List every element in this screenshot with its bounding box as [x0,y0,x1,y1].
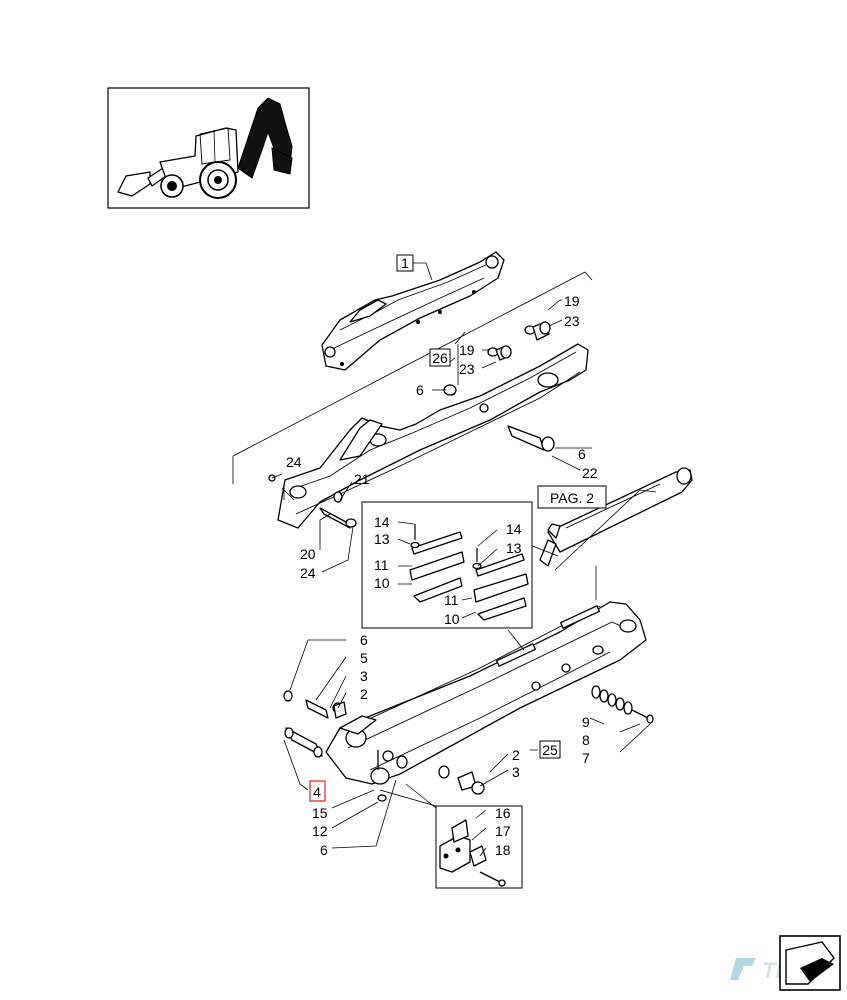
lower-pins [283,690,408,802]
upper-boom-part-1 [321,251,505,371]
machine-thumbnail [107,87,310,209]
label-14-left: 14 [374,514,390,530]
label-20: 20 [300,546,316,562]
label-2-left: 2 [360,686,368,702]
label-6-upper: 6 [416,382,424,398]
callout-25: 25 [542,742,558,758]
right-bushings [438,765,485,795]
label-11-left: 11 [374,557,389,573]
part-number-labels: 19 23 19 23 6 6 22 24 21 20 24 14 13 11 … [286,293,598,858]
label-6-pin: 6 [578,446,586,462]
label-2-right: 2 [512,747,520,763]
next-page-icon[interactable] [779,935,841,991]
leader-lines [271,299,651,857]
wear-pad-set [409,524,529,621]
extending-dipper-arm [325,601,647,785]
label-18: 18 [495,842,511,858]
label-6-lower: 6 [360,632,368,648]
label-13-right: 13 [506,540,522,556]
label-8: 8 [582,732,590,748]
label-23-mid: 23 [459,361,475,377]
label-15: 15 [312,805,328,821]
dipper-boom-assembly [277,343,589,529]
highlight-frame [309,780,326,802]
callout-26: 26 [432,350,448,366]
shim-washer-stack [591,685,654,724]
callout-4-highlighted[interactable]: 4 [313,784,321,800]
label-3-left: 3 [360,668,368,684]
label-16: 16 [495,805,511,821]
label-7: 7 [582,750,590,766]
label-21: 21 [354,471,370,487]
page-reference-pag2: PAG. 2 [550,490,594,506]
label-17: 17 [495,823,511,839]
label-19-top: 19 [564,293,580,309]
label-12: 12 [312,823,328,839]
label-9: 9 [582,714,590,730]
label-10-right: 10 [444,611,460,627]
label-14-right: 14 [506,521,522,537]
label-24-top: 24 [286,454,302,470]
callout-1: 1 [401,255,409,271]
label-13-left: 13 [374,531,390,547]
label-10-left: 10 [374,575,390,591]
label-6-bottom: 6 [320,842,328,858]
label-5: 5 [360,650,368,666]
label-19-mid: 19 [459,342,475,358]
label-11-right: 11 [444,592,459,608]
label-3-right: 3 [512,764,520,780]
hydraulic-cylinder [539,467,693,567]
label-24-bottom: 24 [300,565,316,581]
label-22: 22 [582,465,598,481]
stop-block [439,819,506,887]
label-23-top: 23 [564,313,580,329]
